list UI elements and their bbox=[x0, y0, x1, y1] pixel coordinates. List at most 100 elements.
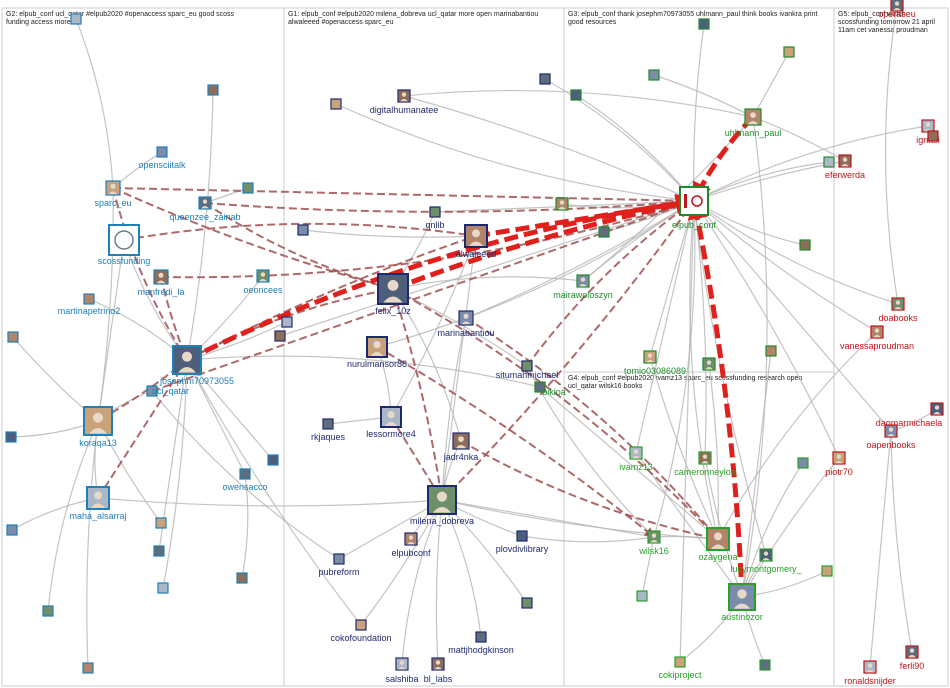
node-unlabeled[interactable] bbox=[702, 357, 716, 371]
node-elpub-conf[interactable]: elpub_conf bbox=[672, 186, 717, 230]
group-title-g2: G2: elpub_conf ucl_qatar #elpub2020 #ope… bbox=[6, 11, 236, 26]
node-unlabeled[interactable] bbox=[297, 224, 309, 236]
node-unlabeled[interactable] bbox=[570, 89, 582, 101]
node-unlabeled[interactable] bbox=[927, 130, 939, 142]
node-doabooks[interactable]: doabooks bbox=[878, 297, 918, 323]
node-unlabeled[interactable] bbox=[823, 156, 835, 168]
node-elpubconf[interactable]: elpubconf bbox=[391, 532, 431, 558]
node-digitalhumanatee[interactable]: digitalhumanatee bbox=[370, 89, 439, 115]
node-unlabeled[interactable] bbox=[236, 572, 248, 584]
node-rkjaques[interactable]: rkjaques bbox=[311, 418, 346, 442]
node-austinozor[interactable]: austinozor bbox=[721, 583, 763, 622]
node-unlabeled[interactable] bbox=[155, 517, 167, 529]
node-wilsk16[interactable]: wilsk16 bbox=[638, 530, 669, 556]
node-unlabeled[interactable] bbox=[636, 590, 648, 602]
node-ronaldsnijder[interactable]: ronaldsnijder bbox=[844, 660, 896, 686]
node-unlabeled[interactable] bbox=[799, 239, 811, 251]
node-opensciitalk[interactable]: opensciitalk bbox=[138, 146, 186, 170]
node-pubreform[interactable]: pubreform bbox=[318, 553, 360, 577]
node-tomio03086089[interactable]: tomio03086089 bbox=[624, 350, 686, 376]
node-piotr70[interactable]: piotr70 bbox=[825, 451, 853, 477]
node-koraqa13[interactable]: koraqa13 bbox=[79, 406, 117, 448]
node-unlabeled[interactable] bbox=[555, 197, 569, 211]
node-milena-dobreva[interactable]: milena_dobreva bbox=[410, 485, 474, 526]
node-maha-alsarraj[interactable]: maha_alsarraj bbox=[69, 486, 127, 521]
node-label: oapenbooks bbox=[866, 440, 916, 450]
node-ozaygena[interactable]: ozaygena bbox=[698, 527, 738, 562]
avatar-head-icon bbox=[934, 405, 940, 410]
node-lucymontgomery-[interactable]: lucymontgomery_ bbox=[730, 548, 803, 574]
node-qnlib[interactable]: qnlib bbox=[425, 206, 445, 230]
node-mattjhodgkinson[interactable]: mattjhodgkinson bbox=[448, 631, 514, 655]
node-unlabeled[interactable] bbox=[759, 659, 771, 671]
node-unlabeled[interactable] bbox=[330, 98, 342, 110]
node-unlabeled[interactable] bbox=[783, 46, 795, 58]
node-queenzee-zainab[interactable]: queenzee_zainab bbox=[169, 196, 241, 222]
node-ivamz13[interactable]: ivamz13 bbox=[619, 446, 653, 472]
node-alwaleeed[interactable]: alwaleeed bbox=[456, 224, 497, 259]
edge bbox=[241, 473, 249, 579]
node-manfredi-la[interactable]: manfredi_la bbox=[137, 269, 185, 297]
node-unlabeled[interactable] bbox=[598, 226, 610, 238]
node-lessormore4[interactable]: lessormore4 bbox=[366, 406, 416, 439]
node-unlabeled[interactable] bbox=[157, 582, 169, 594]
node-unlabeled[interactable] bbox=[6, 524, 18, 536]
node-jadr4nka[interactable]: jadr4nka bbox=[443, 432, 479, 462]
node-unlabeled[interactable] bbox=[5, 431, 17, 443]
avatar-body-icon bbox=[370, 352, 384, 356]
node-label: elpub_conf bbox=[672, 220, 717, 230]
node-unlabeled[interactable] bbox=[70, 13, 82, 25]
node-martinapetrino2[interactable]: martinapetrino2 bbox=[58, 293, 121, 316]
node-ferli90[interactable]: ferli90 bbox=[900, 645, 925, 671]
node-label: operaseu bbox=[878, 9, 916, 19]
avatar-body-icon bbox=[893, 8, 901, 11]
node-ucl-qatar[interactable]: ucl_qatar bbox=[146, 385, 189, 397]
node-unlabeled[interactable] bbox=[539, 73, 551, 85]
avatar-icon bbox=[153, 545, 165, 557]
edge bbox=[717, 331, 878, 540]
node-unlabeled[interactable] bbox=[7, 331, 19, 343]
node-unlabeled[interactable] bbox=[765, 345, 777, 357]
node-unlabeled[interactable] bbox=[698, 18, 710, 30]
node-situmahmichael[interactable]: situmahmichael bbox=[496, 360, 559, 380]
node-oapenbooks[interactable]: oapenbooks bbox=[866, 424, 916, 450]
node-mairawoloszyn[interactable]: mairawoloszyn bbox=[553, 274, 613, 300]
node-unlabeled[interactable] bbox=[82, 662, 94, 674]
node-unlabeled[interactable] bbox=[281, 316, 293, 328]
node-label: pubreform bbox=[318, 567, 359, 577]
node-eferwerda[interactable]: eferwerda bbox=[825, 154, 865, 180]
node-unlabeled[interactable] bbox=[274, 330, 286, 342]
node-marinabantiou[interactable]: marinabantiou bbox=[437, 310, 495, 338]
node-josephm70973055[interactable]: josephm70973055 bbox=[159, 345, 234, 386]
node-unlabeled[interactable] bbox=[521, 597, 533, 609]
node-plovdivlibrary[interactable]: plovdivlibrary bbox=[496, 530, 549, 554]
avatar-body-icon bbox=[398, 667, 406, 670]
node-unlabeled[interactable] bbox=[648, 69, 660, 81]
node-unlabeled[interactable] bbox=[207, 84, 219, 96]
node-cameronneylon[interactable]: cameronneylon bbox=[674, 451, 736, 477]
node-unlabeled[interactable] bbox=[42, 605, 54, 617]
edge bbox=[869, 430, 894, 668]
node-bikioa[interactable]: bikioa bbox=[534, 381, 566, 397]
node-uhlmann-paul[interactable]: uhlmann_paul bbox=[725, 108, 782, 138]
node-scossfunding[interactable]: scossfunding bbox=[98, 224, 151, 266]
node-unlabeled[interactable] bbox=[797, 457, 809, 469]
node-bl-labs[interactable]: bl_labs bbox=[424, 657, 453, 684]
node-owensacco[interactable]: owensacco bbox=[222, 468, 268, 492]
node-salshiba[interactable]: salshiba bbox=[385, 657, 419, 684]
node-cokiproject[interactable]: cokiproject bbox=[658, 656, 702, 680]
node-nurulmansor88[interactable]: nurulmansor88 bbox=[347, 336, 407, 369]
node-felix-10z[interactable]: felix_10z bbox=[375, 273, 411, 316]
edge bbox=[582, 200, 695, 282]
node-sparc-eu[interactable]: sparc_eu bbox=[94, 180, 132, 208]
node-oeoncees[interactable]: oeoncees bbox=[243, 269, 283, 295]
node-unlabeled[interactable] bbox=[242, 182, 254, 194]
node-operaseu[interactable]: operaseu bbox=[878, 0, 916, 19]
node-cokofoundation[interactable]: cokofoundation bbox=[330, 619, 392, 643]
node-vanessaproudman[interactable]: vanessaproudman bbox=[840, 325, 914, 351]
node-unlabeled[interactable] bbox=[267, 454, 279, 466]
node-unlabeled[interactable] bbox=[153, 545, 165, 557]
group-title-line: scossfunding tomorrow 21 april bbox=[838, 19, 935, 26]
node-daomarmichaela[interactable]: daomarmichaela bbox=[876, 402, 944, 428]
node-unlabeled[interactable] bbox=[821, 565, 833, 577]
